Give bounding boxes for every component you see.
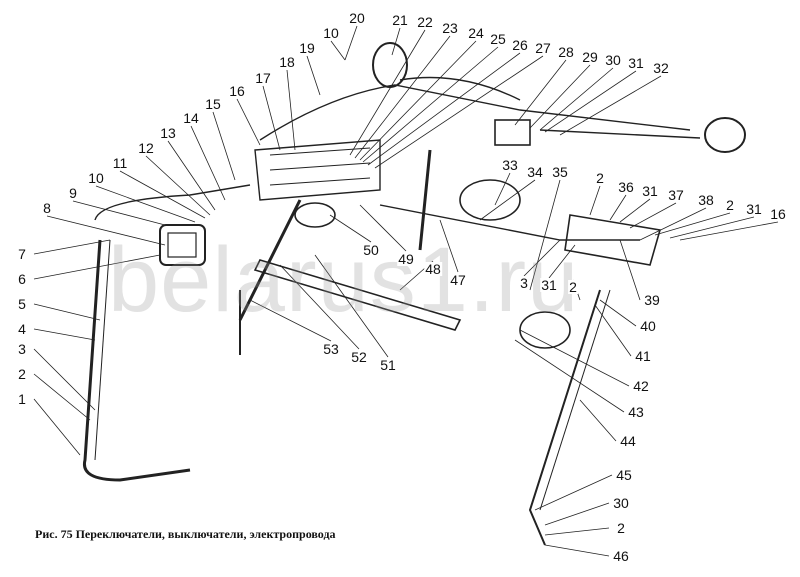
callout-17: 17 [254, 70, 272, 86]
callout-19: 19 [298, 40, 316, 56]
callout-13: 13 [159, 125, 177, 141]
callout-41: 41 [634, 348, 652, 364]
callout-51: 51 [379, 357, 397, 373]
callout-3: 3 [17, 341, 27, 357]
callout-29: 29 [581, 49, 599, 65]
callout-39: 39 [643, 292, 661, 308]
right-pipe [528, 289, 601, 546]
callout-45: 45 [615, 467, 633, 483]
callout-4: 4 [17, 321, 27, 337]
headlamp-left [159, 224, 206, 266]
callout-2d: 2 [568, 279, 578, 295]
callout-35: 35 [551, 164, 569, 180]
callout-46: 46 [612, 548, 630, 564]
callout-52: 52 [350, 349, 368, 365]
callout-18: 18 [278, 54, 296, 70]
motor [459, 179, 521, 221]
callout-2e: 2 [616, 520, 626, 536]
callout-27: 27 [534, 40, 552, 56]
callout-2: 2 [17, 366, 27, 382]
callout-3b: 3 [519, 275, 529, 291]
callout-25: 25 [489, 31, 507, 47]
callout-1: 1 [17, 391, 27, 407]
callout-5: 5 [17, 296, 27, 312]
left-pipe [82, 239, 191, 482]
callout-42: 42 [632, 378, 650, 394]
callout-53: 53 [322, 341, 340, 357]
callout-28: 28 [557, 44, 575, 60]
callout-31c: 31 [745, 201, 763, 217]
relay-box [494, 119, 531, 146]
callout-37: 37 [667, 187, 685, 203]
callout-47: 47 [449, 272, 467, 288]
callout-26: 26 [511, 37, 529, 53]
callout-16b: 16 [769, 206, 787, 222]
callout-38: 38 [697, 192, 715, 208]
callout-33: 33 [501, 157, 519, 173]
callout-21: 21 [391, 12, 409, 28]
sensor [294, 202, 336, 228]
callout-2b: 2 [595, 170, 605, 186]
wire-left [94, 184, 251, 221]
lamp-right [704, 117, 746, 153]
callout-14: 14 [182, 110, 200, 126]
wire-harness-main [254, 139, 381, 201]
callout-6: 6 [17, 271, 27, 287]
callout-15: 15 [204, 96, 222, 112]
callout-30: 30 [604, 52, 622, 68]
callout-2c: 2 [725, 197, 735, 213]
callout-10b: 10 [87, 170, 105, 186]
callout-49: 49 [397, 251, 415, 267]
callout-31: 31 [627, 55, 645, 71]
callout-32: 32 [652, 60, 670, 76]
mounting-bar [253, 259, 462, 331]
wire-right [379, 204, 640, 241]
callout-22: 22 [416, 14, 434, 30]
callout-31b: 31 [641, 183, 659, 199]
callout-43: 43 [627, 404, 645, 420]
callout-9: 9 [68, 185, 78, 201]
callout-31d: 31 [540, 277, 558, 293]
callout-44: 44 [619, 433, 637, 449]
callout-40: 40 [639, 318, 657, 334]
callout-50: 50 [362, 242, 380, 258]
callout-34: 34 [526, 164, 544, 180]
figure-caption: Рис. 75 Переключатели, выключатели, элек… [35, 527, 336, 541]
callout-20: 20 [348, 10, 366, 26]
callout-36: 36 [617, 179, 635, 195]
callout-10: 10 [322, 25, 340, 41]
callout-12: 12 [137, 140, 155, 156]
wire-harness-top [259, 84, 691, 141]
callout-23: 23 [441, 20, 459, 36]
callout-7: 7 [17, 246, 27, 262]
callout-24: 24 [467, 25, 485, 41]
callout-11: 11 [111, 155, 129, 171]
lamp-top [372, 42, 408, 88]
callout-16: 16 [228, 83, 246, 99]
callout-30b: 30 [612, 495, 630, 511]
switch-panel [564, 214, 662, 266]
callout-48: 48 [424, 261, 442, 277]
callout-8: 8 [42, 200, 52, 216]
